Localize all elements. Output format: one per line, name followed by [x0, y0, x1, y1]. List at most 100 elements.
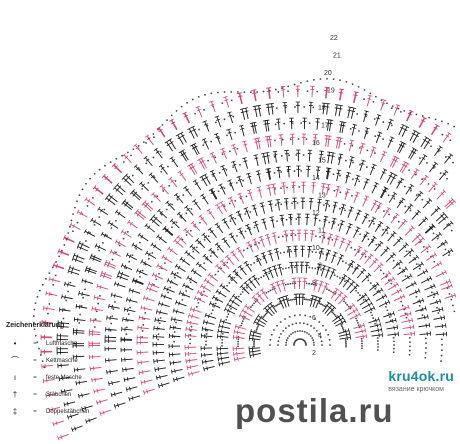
stitch-mark [271, 232, 276, 234]
stitch-mark [137, 232, 141, 237]
chain-dot [205, 336, 208, 339]
stitch-mark [157, 383, 160, 389]
chain-dot [48, 303, 51, 305]
chain-dot [93, 172, 96, 175]
stitch-mark [189, 162, 194, 166]
stitch-mark [169, 139, 177, 150]
stitch-mark [216, 204, 224, 215]
stitch-mark [412, 132, 419, 143]
stitch-mark [396, 261, 401, 266]
chain-dot [364, 255, 367, 258]
stitch-mark [425, 225, 435, 234]
chain-dot [293, 83, 296, 86]
chain-dot [376, 349, 379, 351]
stitch-mark [60, 389, 63, 395]
stitch-mark [338, 91, 343, 94]
stitch-mark [426, 200, 430, 205]
chain-dot [391, 105, 394, 108]
stitch-mark [336, 185, 341, 188]
stitch-mark [370, 329, 382, 333]
chain-dot [388, 316, 391, 318]
stitch-mark [220, 320, 232, 325]
stitch-mark [219, 200, 224, 204]
stitch-mark [217, 328, 219, 334]
chain-dot [393, 197, 396, 200]
stitch-mark [361, 294, 365, 299]
chain-dot [185, 290, 188, 292]
stitch-mark [361, 329, 364, 334]
stitch-mark [251, 295, 256, 299]
stitch-mark [403, 164, 408, 168]
stitch-mark [237, 192, 242, 195]
stitch-mark [381, 295, 385, 300]
stitch-mark [100, 208, 103, 213]
stitch-mark [174, 368, 176, 374]
chain-dot [356, 113, 359, 115]
stitch-mark [186, 319, 189, 325]
stitch-mark [135, 208, 139, 213]
stitch-mark [209, 249, 219, 258]
stitch-mark [268, 301, 273, 306]
stitch-mark [100, 270, 103, 276]
stitch-mark [203, 366, 205, 372]
stitch-mark [284, 298, 289, 301]
stitch-mark [53, 420, 65, 425]
stitch-mark [444, 199, 454, 208]
stitch-mark [271, 283, 278, 295]
chain-dot [392, 351, 395, 354]
stitch-mark [347, 109, 352, 112]
chain-dot [278, 303, 281, 305]
stitch-mark [96, 295, 99, 301]
stitch-mark [57, 322, 70, 325]
stitch-mark [400, 141, 405, 144]
chain-dot [408, 353, 411, 356]
stitch-mark [159, 310, 161, 315]
stitch-mark [333, 201, 338, 204]
chain-dot [239, 163, 241, 166]
stitch-mark [356, 174, 361, 177]
stitch-mark [100, 409, 112, 415]
stitch-mark [273, 268, 278, 271]
stitch-mark [107, 198, 111, 202]
stitch-mark [203, 366, 215, 370]
stitch-mark [268, 252, 273, 255]
chain-dot [258, 242, 260, 244]
stitch-mark [331, 220, 336, 223]
stitch-mark [157, 318, 160, 323]
stitch-mark [232, 269, 237, 273]
chain-dot [343, 300, 345, 303]
chain-dot [297, 138, 300, 140]
chain-dot [269, 338, 272, 341]
chain-dot [265, 312, 268, 315]
row-number: 14 [312, 175, 320, 182]
stitch-mark [232, 352, 235, 357]
chain-dot [281, 235, 284, 238]
stitch-mark [426, 140, 430, 144]
chain-dot [298, 186, 301, 188]
stitch-mark [268, 203, 273, 206]
stitch-mark [428, 322, 431, 328]
stitch-mark [226, 302, 229, 307]
chain-dot [441, 120, 443, 123]
double-crochet-symbol-icon: † [12, 390, 18, 399]
stitch-mark [230, 215, 237, 226]
stitch-mark [362, 334, 364, 339]
stitch-mark [183, 185, 188, 189]
stitch-mark [124, 203, 128, 207]
stitch-mark [285, 198, 288, 210]
stitch-mark [95, 245, 107, 251]
chain-dot [287, 85, 290, 88]
stitch-mark [122, 316, 124, 322]
stitch-mark [392, 252, 397, 256]
stitch-mark [444, 214, 449, 219]
chain-dot [375, 243, 378, 246]
stitch-mark [369, 259, 378, 268]
chain-dot [372, 284, 374, 287]
stitch-mark [265, 155, 270, 157]
stitch-mark [75, 304, 78, 309]
stitch-mark [450, 248, 454, 253]
stitch-mark [402, 268, 406, 273]
stitch-mark [175, 240, 180, 245]
stitch-mark [48, 392, 51, 398]
stitch-mark [121, 358, 133, 361]
